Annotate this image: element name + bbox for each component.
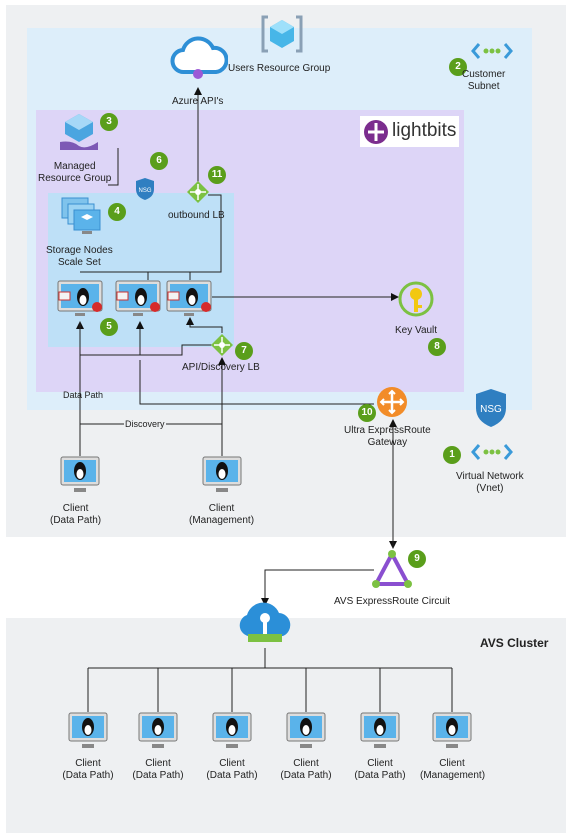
- outbound-lb-icon: [187, 181, 209, 203]
- nodes-to-outbound-line: [80, 194, 222, 273]
- storage-node-2: [115, 280, 161, 320]
- badge-circuit: 9: [408, 550, 426, 568]
- key-vault-label: Key Vault: [395, 325, 438, 336]
- avs-cluster-title: AVS Cluster: [480, 636, 549, 650]
- lightbits-logo: lightbits: [360, 116, 459, 147]
- expressroute-circuit-icon: [372, 550, 412, 588]
- linux-vm-icon: [57, 280, 103, 316]
- key-vault-icon: [398, 281, 434, 317]
- badge-subnet: 2: [449, 58, 467, 76]
- avs-circuit-label: AVS ExpressRoute Circuit: [334, 596, 450, 607]
- lightbits-mark-icon: [364, 120, 388, 144]
- avs-client-icon: [360, 712, 400, 748]
- subnet-icon: [471, 43, 513, 59]
- client-data-path-icon: [60, 456, 100, 492]
- avs-client-icon: [286, 712, 326, 748]
- avs-client-label: Client (Management): [420, 758, 486, 781]
- nsg-small-text: NSG: [138, 188, 151, 194]
- managed-rg-label: Managed Resource Group: [38, 161, 112, 184]
- badge-scale-set: 4: [108, 203, 126, 221]
- avs-client-label: Client (Data Path): [132, 758, 184, 781]
- lightbits-wordmark: lightbits: [392, 120, 457, 141]
- customer-subnet-label: Customer Subnet: [462, 69, 506, 92]
- gateway-label: Ultra ExpressRoute Gateway: [344, 425, 431, 448]
- nsg-large-text: NSG: [480, 404, 502, 415]
- avs-client-label: Client (Data Path): [62, 758, 114, 781]
- badge-outbound-lb: 11: [208, 166, 226, 184]
- vnet-label: Virtual Network (Vnet): [456, 471, 524, 494]
- badge-key-vault: 8: [428, 338, 446, 356]
- expressroute-gateway-icon: [377, 387, 407, 417]
- data-path-edge-label: Data Path: [63, 390, 104, 400]
- avs-client-icon: [432, 712, 472, 748]
- storage-node-3: [166, 280, 212, 320]
- linux-vm-icon: [166, 280, 212, 316]
- outbound-lb-label: outbound LB: [168, 210, 225, 221]
- vnet-icon: [471, 444, 513, 460]
- avs-network-cloud-icon: [239, 602, 291, 642]
- avs-client-label: Client (Data Path): [354, 758, 406, 781]
- avs-client-label: Client (Data Path): [280, 758, 332, 781]
- azure-api-cloud-icon: [170, 36, 228, 79]
- discovery-edge-label: Discovery: [124, 418, 166, 430]
- avs-client-icon: [212, 712, 252, 748]
- badge-managed-rg: 3: [100, 113, 118, 131]
- managed-resource-group-icon: [60, 114, 98, 150]
- api-discovery-lb-icon: [211, 334, 233, 356]
- client-data-path-label: Client (Data Path): [50, 503, 102, 526]
- badge-vnet: 1: [443, 446, 461, 464]
- client-management-label: Client (Management): [189, 503, 255, 526]
- nsg-shield-icon: NSG: [136, 178, 154, 200]
- resource-group-icon: [261, 15, 303, 53]
- managed-rg-line: [108, 148, 119, 186]
- badge-nodes: 5: [100, 318, 118, 336]
- avs-client-label: Client (Data Path): [206, 758, 258, 781]
- nsg-large-shield-icon: NSG: [476, 389, 506, 427]
- linux-vm-icon: [115, 280, 161, 316]
- badge-nsg: 6: [150, 152, 168, 170]
- badge-gateway: 10: [358, 404, 376, 422]
- badge-api-lb: 7: [235, 342, 253, 360]
- lb-to-node3-line: [186, 317, 223, 333]
- avs-client-icon: [68, 712, 108, 748]
- api-discovery-lb-label: API/Discovery LB: [182, 362, 260, 373]
- scale-set-icon: [61, 197, 101, 234]
- avs-client-icon: [138, 712, 178, 748]
- client-management-icon: [202, 456, 242, 492]
- storage-node-1: [57, 280, 103, 320]
- azure-apis-label: Azure API's: [172, 96, 224, 107]
- gateway-link-line: [139, 360, 374, 405]
- circuit-to-avs-line: [261, 569, 374, 606]
- users-resource-group-label: Users Resource Group: [228, 63, 331, 74]
- storage-nodes-label: Storage Nodes Scale Set: [46, 245, 113, 268]
